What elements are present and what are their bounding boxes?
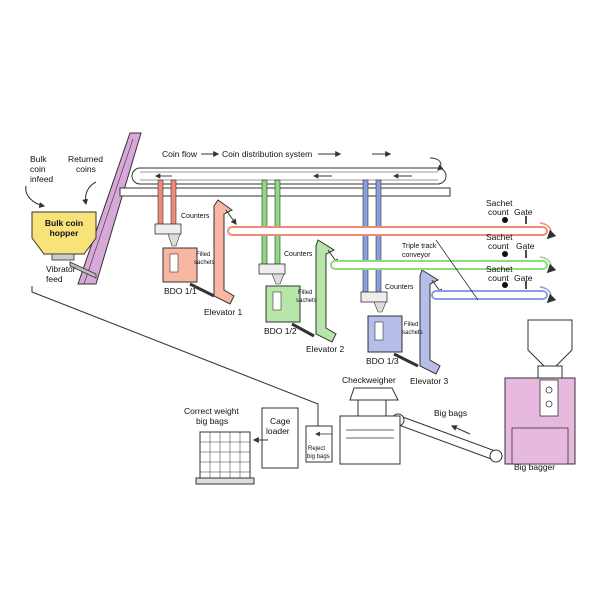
correct-weight-label-1: Correct weight [184,406,239,416]
bulk-coin-infeed-label-3: infeed [30,174,53,184]
sachet-counter-sensor [502,251,508,257]
hopper-label-2: hopper [50,228,79,238]
filled-sachets-1-label-2: sachets [194,260,215,266]
reject-big-bags [305,425,333,463]
correct-weight-pallet [195,431,268,485]
cage-loader-label-1: Cage [270,416,291,426]
hopper-label-1: Bulk coin [45,218,83,228]
big-bagger [504,319,576,465]
sachet-counter-sensor [502,217,508,223]
coin-flow-label: Coin flow [162,149,198,159]
infeed-arrow [25,185,46,208]
big-bags-label: Big bags [434,408,467,418]
vibrator-feed-label-2: feed [46,274,63,284]
triple-track-conveyor [227,222,557,304]
infeed-elevator [77,132,142,285]
bulk-coin-infeed-label-2: coin [30,164,46,174]
vibrator-feed-tray [69,261,97,279]
big-bagger-label: Big bagger [514,462,555,472]
chute-2a [261,179,268,265]
counters-3-unit [360,291,388,303]
big-bags-conveyor [391,413,503,463]
reject-big-bags-label-2: big bags [307,454,330,460]
checkweigher-label: Checkweigher [342,375,396,385]
correct-weight-label-2: big bags [196,416,228,426]
track-green [330,260,548,270]
counters-2-unit [258,263,286,275]
counters-1-label: Counters [181,213,210,220]
track-red [227,226,548,236]
line-3 [360,179,443,375]
cage-loader-label-2: loader [266,426,290,436]
filled-sachets-2-label-1: Filled [298,290,312,296]
track-blue [431,290,548,300]
counters-2-label: Counters [284,251,313,258]
counters-3-label: Counters [385,284,414,291]
sachet-counter-sensor [502,282,508,288]
sachet-count-3-label-2: count [488,273,509,283]
chute-1b [170,179,177,225]
vibrator-feed-label-1: Vibrator [46,264,76,274]
filled-sachets-2-label-2: sachets [296,298,317,304]
bulk-coin-hopper: Bulk coin hopper [31,211,97,279]
filled-sachets-3-label-2: sachets [402,330,423,336]
reject-big-bags-label-1: Reject [308,446,325,452]
hopper-body [31,211,97,255]
sachet-count-3-label-1: Sachet [486,264,513,274]
sachet-count-gate-2 [502,250,527,258]
bdo-1-machine [162,247,198,283]
gate-3-label: Gate [514,273,533,283]
returned-coins-label-1: Returned [68,154,103,164]
filled-sachets-1-label-1: Filled [196,252,210,258]
coin-distribution-label: Coin distribution system [222,149,312,159]
chute-1a [157,179,164,225]
cage-loader [261,407,299,469]
elevator-2-label: Elevator 2 [306,344,345,354]
sachet-count-2-label-1: Sachet [486,232,513,242]
checkweigher [339,387,401,465]
chute-2b [274,179,281,265]
bdo-2-machine [265,285,301,323]
elevator-3 [419,269,441,375]
triple-track-label-2: conveyor [402,252,431,259]
line-2 [258,179,339,343]
returned-coins-arrow [82,181,97,206]
elevator-3-label: Elevator 3 [410,376,449,386]
gate-1-label: Gate [514,207,533,217]
elevator-1 [213,199,235,305]
sachet-count-2-label-2: count [488,241,509,251]
counters-1-unit [154,223,182,235]
bdo-1-label: BDO 1/1 [164,286,197,296]
elevator-1-label: Elevator 1 [204,307,243,317]
bdo-3-machine [367,315,403,353]
bulk-coin-infeed-label-1: Bulk [30,154,47,164]
line-1 [154,179,237,305]
elevator-2 [315,239,337,343]
bagger-funnel [527,319,573,367]
triple-track-label-1: Triple track [402,243,437,250]
gate-2-label: Gate [516,241,535,251]
sachet-count-gate-1 [502,216,527,224]
reject-return-line [31,286,319,426]
filled-sachets-3-label-1: Filled [404,322,418,328]
returned-coins-label-2: coins [76,164,96,174]
return-arrow [429,157,444,171]
bdo-2-label: BDO 1/2 [264,326,297,336]
sachet-count-1-label-2: count [488,207,509,217]
sachet-count-1-label-1: Sachet [486,198,513,208]
sachet-count-gate-3 [502,281,527,289]
coin-distribution-conveyor [119,167,451,197]
bdo-3-label: BDO 1/3 [366,356,399,366]
